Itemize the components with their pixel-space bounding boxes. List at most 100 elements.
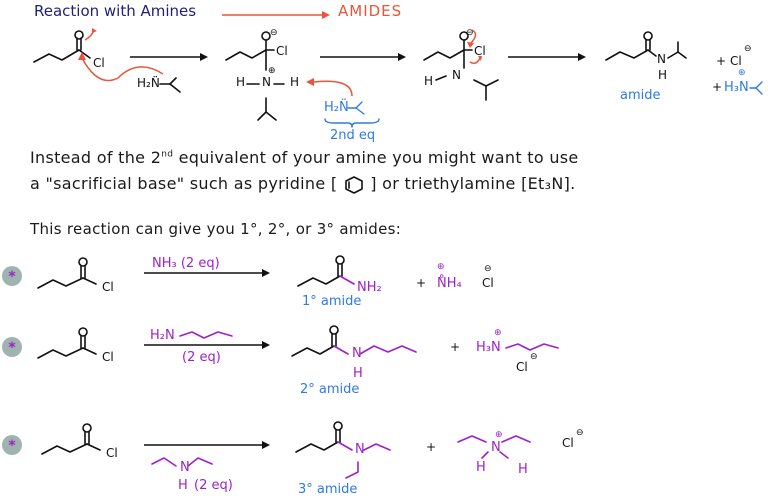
example-3-byproduct-n: N <box>491 440 501 455</box>
h-left: H <box>236 75 246 89</box>
line1-part-a: Instead of the 2 <box>30 148 162 167</box>
reaction-arrow-icon-3 <box>508 53 586 61</box>
example-2-ammonium-butyl <box>505 343 559 351</box>
example-2-reagent-eq: (2 eq) <box>182 350 221 365</box>
tetrahedral-intermediate-1 <box>225 31 277 121</box>
nh-bond-left <box>246 83 260 85</box>
example-3-n: N <box>355 442 365 457</box>
nh-bond-right <box>273 83 285 85</box>
example-1-chloride: Cl <box>482 276 494 290</box>
example-3-reagent-h: H <box>178 478 188 493</box>
example-2-ammonium-charge: ⊕ <box>494 328 502 338</box>
example-1-cl: Cl <box>102 280 114 294</box>
line2-part-b: ] or triethylamine [Et₃N]. <box>370 174 576 193</box>
chloride-ion: Cl <box>730 54 742 68</box>
example-1-reagent: NH₃ (2 eq) <box>152 256 220 271</box>
example-2-ammonium: H₃N <box>476 340 501 355</box>
oxide-charge: ⊖ <box>270 28 278 38</box>
amide-label: amide <box>620 88 661 103</box>
example-3-acyl-chloride <box>41 423 101 455</box>
example-1-acyl-chloride <box>37 257 97 289</box>
example-2-arrow-icon <box>144 341 270 349</box>
header-arrow-icon <box>222 11 330 19</box>
example-3-amide <box>295 421 391 479</box>
example-3-cl: Cl <box>106 446 118 460</box>
example-2-badge: * <box>2 337 22 357</box>
example-3-ammonium-structure <box>457 435 531 459</box>
explanation-line-1: Instead of the 2nd equivalent of your am… <box>30 148 579 167</box>
plus-sign-2: + <box>712 80 723 94</box>
example-1-amide <box>297 255 355 287</box>
intermediate-cl: Cl <box>276 44 288 58</box>
example-2-plus: + <box>450 340 461 354</box>
isopropyl-group <box>159 77 181 93</box>
example-1-plus: + <box>416 276 427 290</box>
example-2-label: 2° amide <box>300 382 360 397</box>
example-2-reagent-amine: H₂N <box>150 328 175 343</box>
example-2-cl: Cl <box>102 350 114 364</box>
example-3-reagent-eq: (2 eq) <box>194 478 233 493</box>
acyl-chloride-structure <box>33 28 97 63</box>
nucleophilic-attack-arrow-icon <box>78 52 164 82</box>
explanation-line-3: This reaction can give you 1°, 2°, or 3°… <box>30 220 402 238</box>
target-title: AMIDES <box>338 2 403 20</box>
example-3-byproduct-charge: ⊕ <box>495 430 503 440</box>
example-3-byproduct-h2: H <box>518 462 528 477</box>
example-2-n: N <box>352 346 362 361</box>
nucleophile-amine: H₂N̈ <box>137 76 160 90</box>
ammonium-n: N <box>262 75 271 89</box>
plus-sign: + <box>716 54 727 68</box>
example-3-plus: + <box>426 440 437 454</box>
example-3-chloride: Cl <box>562 436 574 450</box>
line1-part-b: equivalent of your amine you might want … <box>173 148 579 167</box>
second-eq-label: 2nd eq <box>330 128 376 143</box>
ammonium-byproduct: H₃N <box>724 80 749 95</box>
example-3-reagent-n: N <box>180 460 190 475</box>
example-1-ammonium: N̊H₄ <box>437 276 462 291</box>
reactant-cl: Cl <box>93 56 105 70</box>
chloride-charge: ⊖ <box>744 44 752 54</box>
example-3-byproduct-h1: H <box>476 460 486 475</box>
example-2-h: H <box>353 366 363 381</box>
deprotonation-arrow-icon <box>306 78 353 97</box>
ammonium-byproduct-charge: ⊕ <box>738 68 746 78</box>
example-1-chloride-charge: ⊖ <box>484 264 492 274</box>
ammonium-isopropyl <box>749 81 763 95</box>
example-1-arrow-icon <box>144 269 270 277</box>
example-2-butyl-chain <box>179 331 233 339</box>
second-eq-isopropyl <box>347 101 365 115</box>
tetrahedral-intermediate-2 <box>423 29 499 101</box>
example-3-label: 3° amide <box>298 482 358 497</box>
line2-part-a: a "sacrificial base" such as pyridine [ <box>30 174 338 193</box>
explanation-line-2: a "sacrificial base" such as pyridine [ … <box>30 174 576 195</box>
amide-product-structure <box>605 31 687 61</box>
example-3-chloride-charge: ⊖ <box>576 428 584 438</box>
reaction-arrow-icon-2 <box>320 53 406 61</box>
intermediate-2-n: N <box>452 68 461 82</box>
intermediate-2-cl: Cl <box>474 44 486 58</box>
brace-icon <box>324 118 380 128</box>
example-3-diethyl-chains <box>151 457 213 467</box>
intermediate-2-nh-bond <box>435 75 447 81</box>
example-1-label: 1° amide <box>302 294 362 309</box>
page-title: Reaction with Amines <box>34 2 197 20</box>
example-1-badge: * <box>2 266 22 286</box>
h-right: H <box>290 75 300 89</box>
example-1-nh2: NH₂ <box>357 280 382 295</box>
example-2-amide <box>291 325 417 357</box>
example-2-chloride-charge: ⊖ <box>530 352 538 362</box>
ammonium-charge: ⊕ <box>268 66 276 76</box>
line1-superscript: nd <box>161 149 174 160</box>
pyridine-ring-icon <box>345 175 363 194</box>
example-2-acyl-chloride <box>37 327 97 359</box>
example-1-ammonium-charge: ⊕ <box>437 262 445 272</box>
example-2-chloride: Cl <box>516 360 528 374</box>
example-3-arrow-icon <box>144 441 270 449</box>
second-eq-amine: H₂N̈ <box>324 100 349 115</box>
reaction-arrow-icon <box>130 53 208 61</box>
example-3-badge: * <box>2 435 22 455</box>
product-h: H <box>658 68 668 82</box>
intermediate-2-h: H <box>424 74 434 88</box>
oxide-charge-2: ⊖ <box>466 28 474 38</box>
product-n: N <box>657 52 666 66</box>
